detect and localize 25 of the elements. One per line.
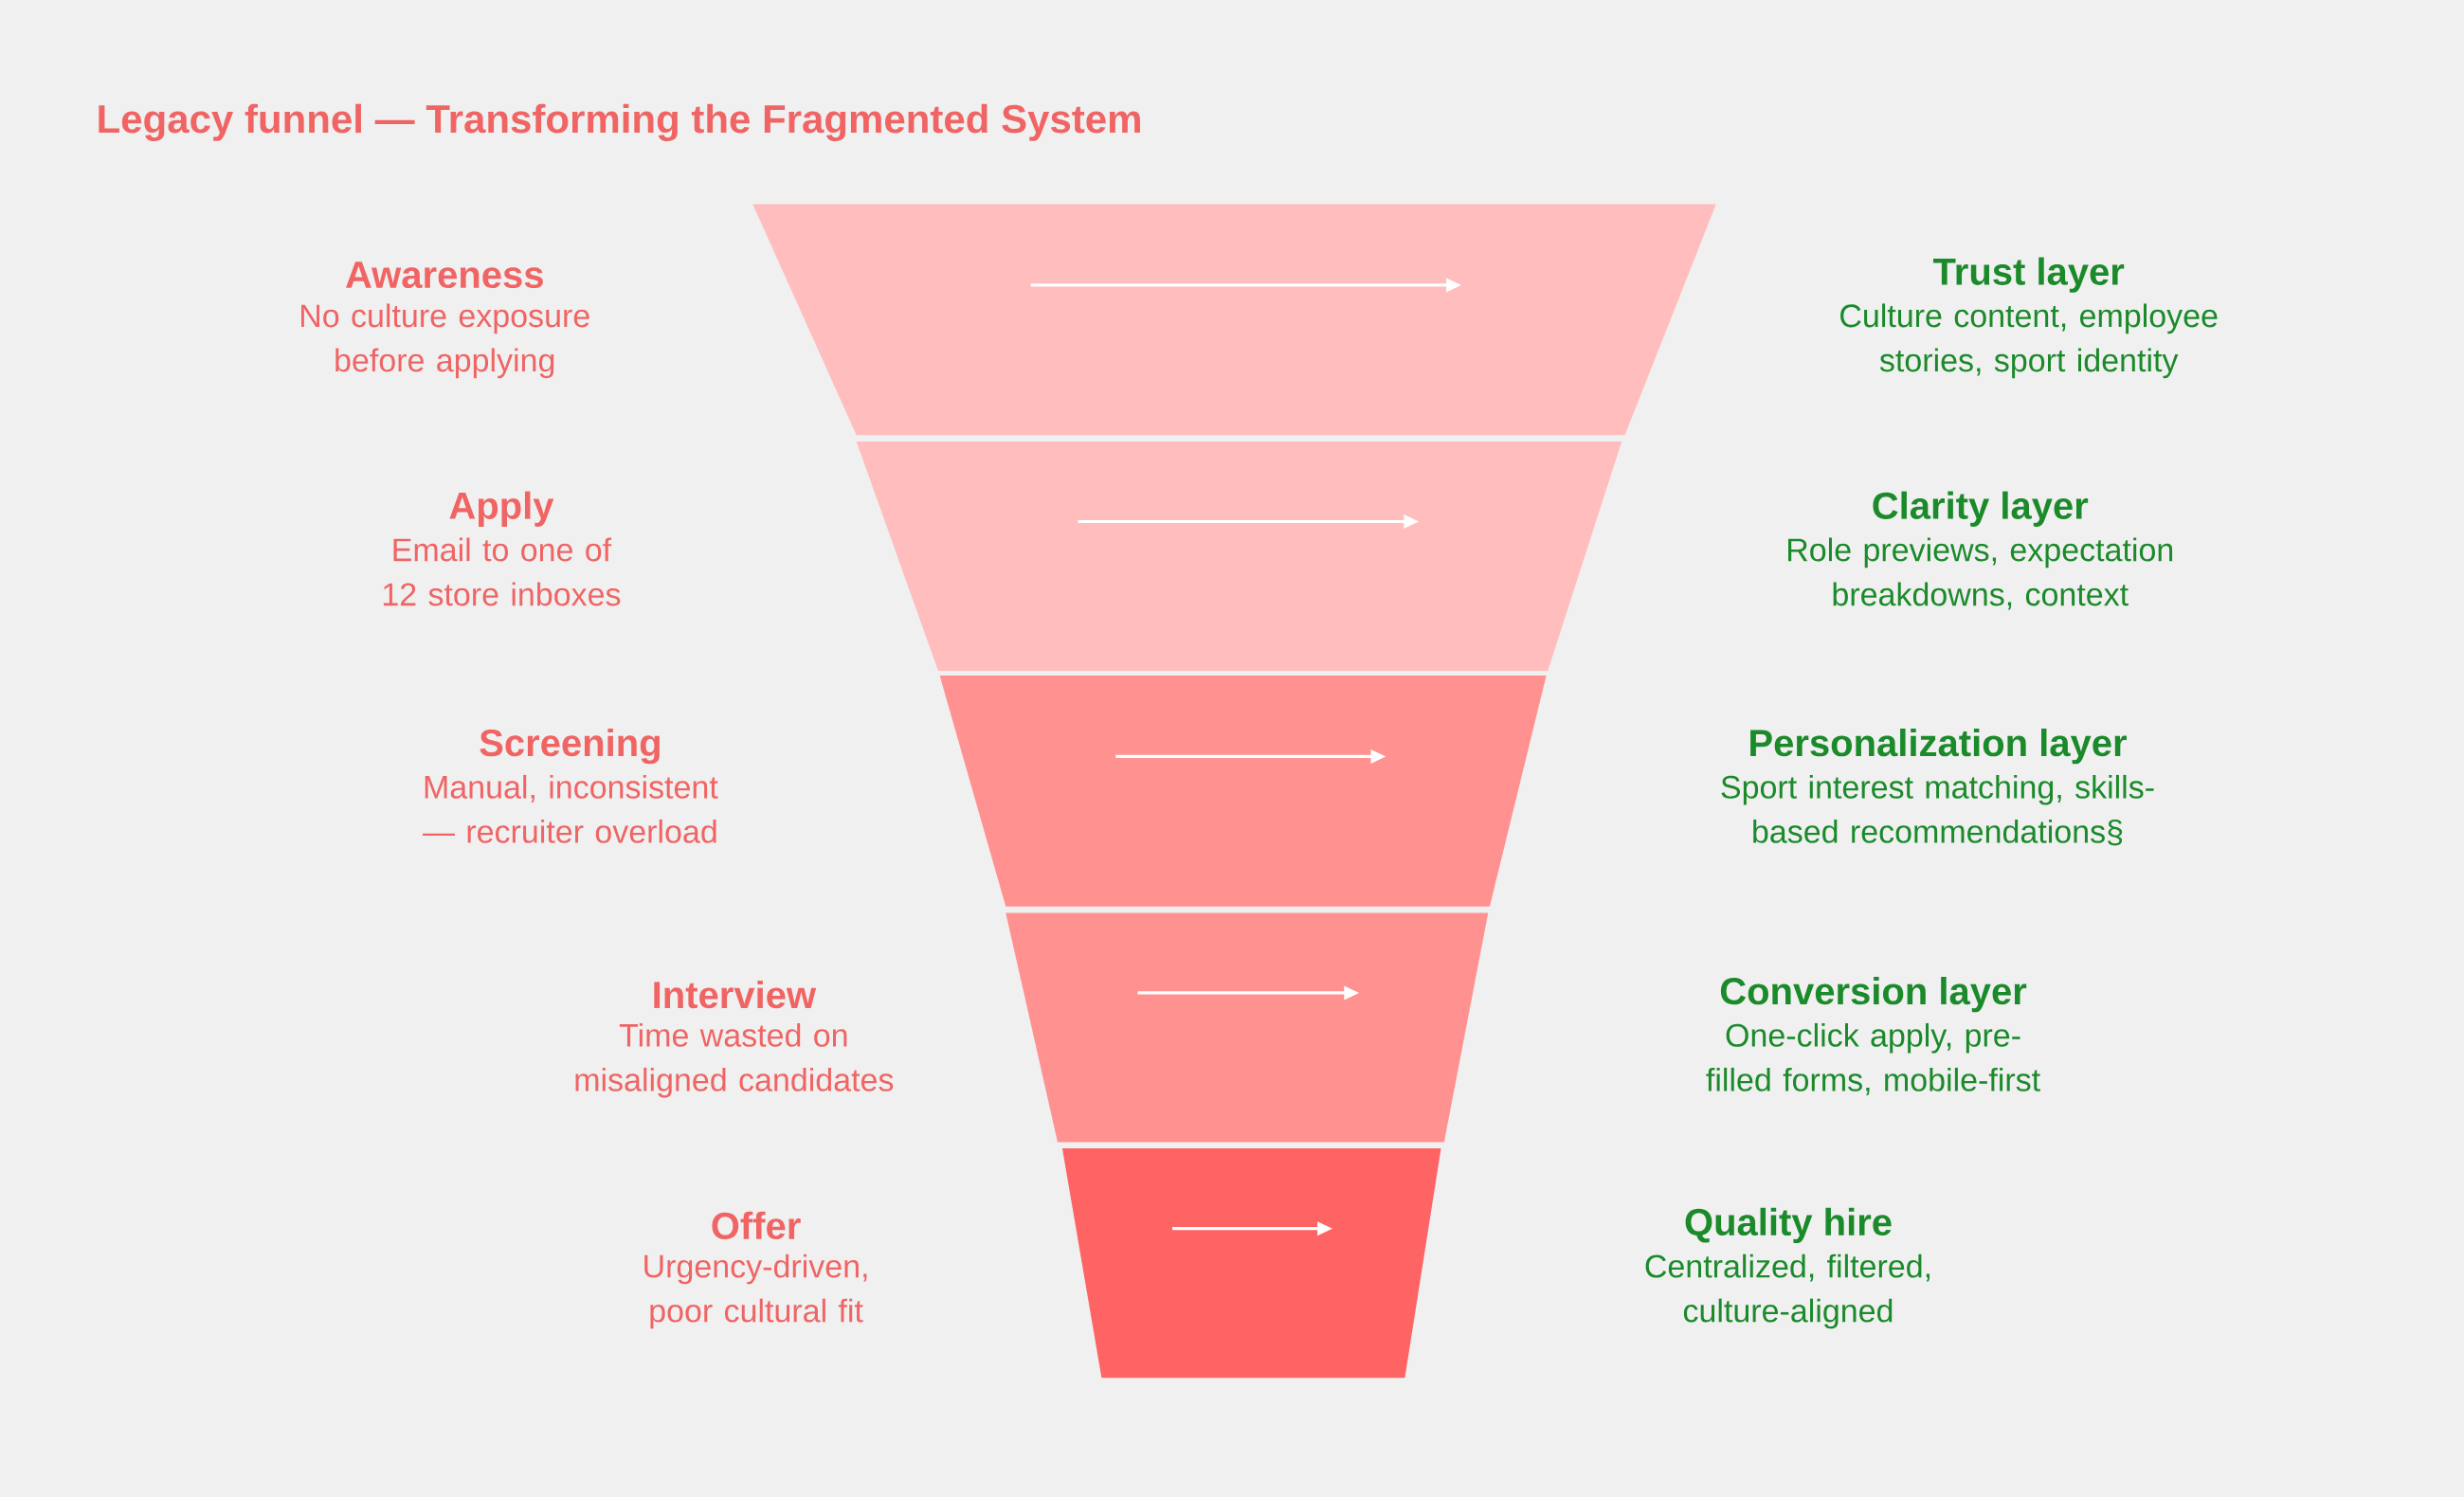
layer-heading: Conversion layer bbox=[1720, 976, 2027, 1013]
title: Legacy funnel — Transforming the Fragmented System bbox=[99, 103, 1140, 141]
layer-heading: Trust layer bbox=[1932, 257, 2125, 293]
stage-heading: Awareness bbox=[346, 262, 543, 288]
funnel-band bbox=[1061, 1148, 1441, 1379]
stage-heading: Offer bbox=[712, 1211, 801, 1239]
stage-description: Email to one of 12 store inboxes bbox=[383, 537, 621, 606]
layer-heading: Personalization layer bbox=[1750, 728, 2127, 765]
layer-description: Role previews, expectation breakdowns, context bbox=[1788, 537, 2173, 610]
stage-heading: Screening bbox=[480, 728, 660, 765]
stage-description: Manual, inconsistent — recruiter overload bbox=[423, 774, 718, 843]
funnel-band bbox=[752, 204, 1716, 436]
stage-heading: Apply bbox=[449, 491, 554, 527]
funnel-band bbox=[856, 441, 1622, 671]
stage-description: Time wasted on misaligned candidates bbox=[575, 1022, 894, 1098]
layer-heading: Quality hire bbox=[1685, 1207, 1892, 1243]
funnel-band bbox=[939, 675, 1547, 907]
stage-description: Urgency-driven, poor cultural fit bbox=[644, 1254, 867, 1329]
layer-heading: Clarity layer bbox=[1873, 491, 2089, 527]
layer-description: Centralized, filtered, culture-aligned bbox=[1645, 1254, 1930, 1329]
stage-heading: Interview bbox=[654, 980, 817, 1009]
layer-description: One-click apply, pre-filled forms, mobile-first bbox=[1706, 1022, 2040, 1095]
layer-description: Sport interest matching, skills-based recommendations§ bbox=[1721, 774, 2154, 846]
stage-description: No culture exposure before applying bbox=[301, 303, 589, 378]
layer-description: Culture content, employee stories, sport identity bbox=[1840, 303, 2218, 378]
